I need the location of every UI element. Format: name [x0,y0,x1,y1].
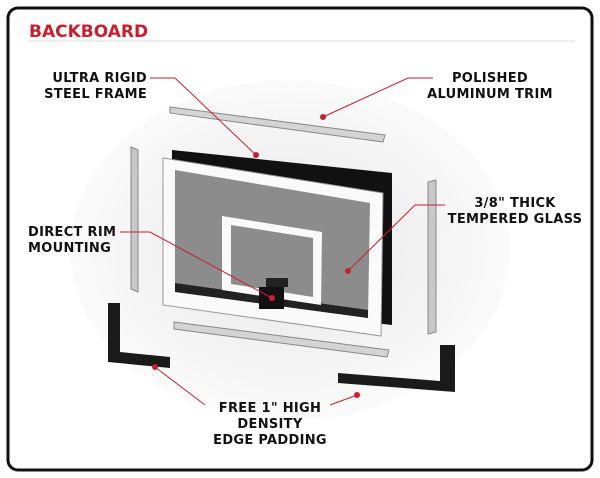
bottom-trim-bar [173,321,390,358]
padding-right [338,345,455,392]
label-line: FREE 1" HIGH [218,401,322,416]
right-trim-bar [427,179,437,335]
left-trim-bar [130,146,139,293]
label-line: ALUMINUM TRIM [427,87,553,102]
label-line: 3/8" THICK [474,196,556,211]
callout-dots [152,114,360,398]
page-title: BACKBOARD [29,22,149,42]
leader-lines [120,77,445,406]
label-line: DIRECT RIM [28,225,117,240]
top-trim-bar [169,106,386,143]
label-line: ULTRA RIGID [52,71,147,86]
label-line: MOUNTING [28,241,112,256]
label-line: EDGE PADDING [213,433,327,448]
label-line: STEEL FRAME [44,87,147,102]
label-line: DENSITY [237,417,303,432]
padding-left [108,303,170,368]
label-line: POLISHED [451,71,528,86]
label-line: TEMPERED GLASS [447,212,583,227]
